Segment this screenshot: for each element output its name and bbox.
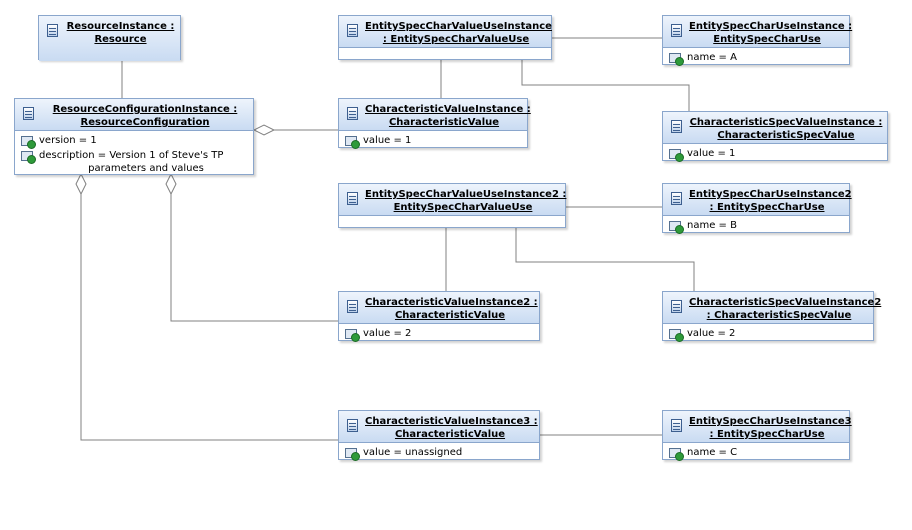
object-name: CharacteristicValueInstance2 :: [365, 297, 538, 308]
slot-name: name = C: [663, 446, 849, 461]
object-type: CharacteristicValue: [394, 310, 506, 321]
object-header: ResourceInstance : Resource: [39, 16, 180, 61]
aggregation-diamond: [252, 124, 276, 136]
object-header: CharacteristicValueInstance3 : Character…: [339, 411, 539, 443]
slot-value: value = 2: [663, 327, 873, 342]
slot-value: value = 2: [339, 327, 539, 342]
resource-configuration-object[interactable]: ResourceConfigurationInstance : Resource…: [14, 98, 254, 175]
slot-value: value = 1: [663, 147, 887, 162]
object-name: ResourceConfigurationInstance :: [52, 104, 238, 115]
characteristic-spec-value-2-object[interactable]: CharacteristicSpecValueInstance2 : Chara…: [662, 291, 882, 342]
object-header: CharacteristicSpecValueInstance2 : Chara…: [663, 292, 882, 324]
aggregation-diamond: [75, 172, 87, 196]
slot-icon: [669, 221, 684, 234]
slot-value: value = unassigned: [339, 446, 539, 461]
object-type: : EntitySpecCharUse: [709, 429, 825, 440]
link-config-cv3: [80, 194, 340, 441]
characteristic-value-3-object[interactable]: CharacteristicValueInstance3 : Character…: [338, 410, 540, 461]
object-name: EntitySpecCharUseInstance :: [689, 21, 853, 32]
object-name: CharacteristicValueInstance :: [365, 104, 531, 115]
object-icon: [23, 107, 34, 120]
object-name: ResourceInstance :: [66, 21, 175, 32]
resource-instance-object[interactable]: ResourceInstance : Resource: [38, 15, 181, 61]
slot-icon: [21, 151, 36, 164]
object-header: CharacteristicValueInstance2 : Character…: [339, 292, 539, 324]
slot-icon: [21, 136, 36, 149]
object-name: CharacteristicSpecValueInstance2: [689, 297, 882, 308]
object-header: CharacteristicSpecValueInstance : Charac…: [663, 112, 887, 144]
object-header: EntitySpecCharUseInstance : EntitySpecCh…: [663, 16, 853, 48]
slot-icon: [669, 448, 684, 461]
object-header: CharacteristicValueInstance : Characteri…: [339, 99, 531, 131]
slot-icon: [345, 136, 360, 149]
object-type: Resource: [94, 34, 147, 45]
object-icon: [347, 192, 358, 205]
object-type: : EntitySpecCharUse: [709, 202, 825, 213]
object-icon: [347, 24, 358, 37]
object-type: : EntitySpecCharValueUse: [382, 34, 530, 45]
entity-spec-char-use-2-object[interactable]: EntitySpecCharUseInstance2 : EntitySpecC…: [662, 183, 852, 234]
object-name: CharacteristicSpecValueInstance :: [689, 117, 883, 128]
object-name: EntitySpecCharValueUseInstance: [365, 21, 552, 32]
object-type: CharacteristicValue: [388, 117, 500, 128]
object-header: EntitySpecCharUseInstance2 : EntitySpecC…: [663, 184, 852, 216]
slot-value: value = 1: [339, 134, 527, 149]
characteristic-value-object[interactable]: CharacteristicValueInstance : Characteri…: [338, 98, 531, 149]
object-type: : CharacteristicSpecValue: [706, 310, 852, 321]
slot-name: name = A: [663, 51, 849, 66]
object-type: EntitySpecCharUse: [713, 34, 821, 45]
object-icon: [347, 300, 358, 313]
object-icon: [671, 24, 682, 37]
object-type: ResourceConfiguration: [80, 117, 210, 128]
object-icon: [47, 24, 58, 37]
object-icon: [347, 419, 358, 432]
object-type: EntitySpecCharValueUse: [393, 202, 533, 213]
slot-icon: [669, 329, 684, 342]
object-type: CharacteristicSpecValue: [717, 130, 855, 141]
object-icon: [671, 419, 682, 432]
entity-spec-char-value-use-object[interactable]: EntitySpecCharValueUseInstance : EntityS…: [338, 15, 552, 60]
link-escvu1-csv1: [521, 60, 690, 111]
entity-spec-char-value-use-2-object[interactable]: EntitySpecCharValueUseInstance2 : Entity…: [338, 183, 566, 228]
object-header: ResourceConfigurationInstance : Resource…: [15, 99, 253, 131]
slot-icon: [345, 448, 360, 461]
entity-spec-char-use-object[interactable]: EntitySpecCharUseInstance : EntitySpecCh…: [662, 15, 853, 66]
object-header: EntitySpecCharUseInstance3 : EntitySpecC…: [663, 411, 852, 443]
object-name: EntitySpecCharUseInstance2: [689, 189, 852, 200]
object-type: CharacteristicValue: [394, 429, 506, 440]
slot-name: name = B: [663, 219, 849, 234]
object-icon: [671, 192, 682, 205]
characteristic-value-2-object[interactable]: CharacteristicValueInstance2 : Character…: [338, 291, 540, 342]
aggregation-diamond: [165, 172, 177, 196]
object-header: EntitySpecCharValueUseInstance2 : Entity…: [339, 184, 567, 216]
slot-icon: [669, 53, 684, 66]
object-name: EntitySpecCharUseInstance3: [689, 416, 852, 427]
object-icon: [671, 300, 682, 313]
slot-description: description = Version 1 of Steve's TP pa…: [15, 149, 253, 175]
object-name: CharacteristicValueInstance3 :: [365, 416, 538, 427]
slot-icon: [345, 329, 360, 342]
object-name: EntitySpecCharValueUseInstance2 :: [365, 189, 567, 200]
characteristic-spec-value-object[interactable]: CharacteristicSpecValueInstance : Charac…: [662, 111, 888, 162]
link-escvu2-csv2: [515, 228, 695, 291]
object-header: EntitySpecCharValueUseInstance : EntityS…: [339, 16, 552, 48]
slot-version: version = 1: [15, 134, 253, 149]
object-icon: [671, 120, 682, 133]
slot-icon: [669, 149, 684, 162]
object-icon: [347, 107, 358, 120]
entity-spec-char-use-3-object[interactable]: EntitySpecCharUseInstance3 : EntitySpecC…: [662, 410, 852, 461]
link-config-cv2: [170, 194, 340, 322]
